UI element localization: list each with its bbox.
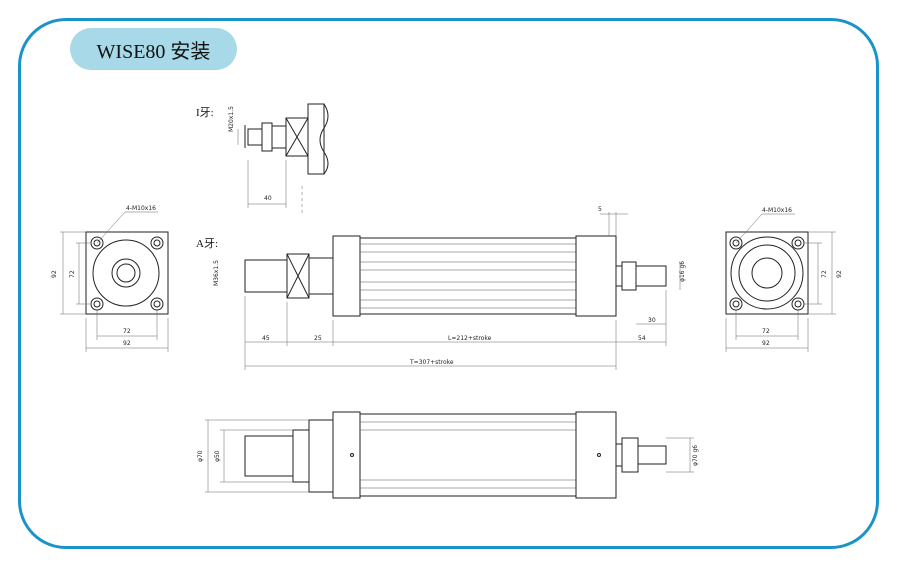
thread-i-detail: [237, 103, 329, 216]
thread-a-label: A牙:: [196, 238, 218, 250]
left-dim-72-horizontal: 72: [123, 328, 131, 335]
right-hole-spec: 4-M10x16: [762, 207, 792, 214]
dim-40: 40: [264, 195, 272, 202]
dim-45: 45: [262, 335, 270, 342]
dim-54: 54: [638, 335, 646, 342]
thread-i-label: I牙:: [196, 107, 214, 119]
bottom-dim-phi50: φ50: [214, 450, 221, 462]
thread-i-spec: M20x1.5: [228, 106, 235, 132]
dim-T: T=307+stroke: [409, 359, 454, 366]
left-hole-spec: 4-M10x16: [126, 205, 156, 212]
main-side-view: [244, 212, 681, 370]
left-dim-72-vertical: 72: [69, 270, 76, 278]
right-dim-92-vertical: 92: [836, 270, 843, 278]
outer-frame: [18, 18, 879, 549]
right-end-view: [725, 213, 836, 352]
thread-a-spec: M36x1.5: [213, 260, 220, 286]
dim-25: 25: [314, 335, 322, 342]
left-end-view: [60, 211, 169, 352]
right-dim-92-horizontal: 92: [762, 340, 770, 347]
dim-30: 30: [648, 317, 656, 324]
right-dim-72-vertical: 72: [821, 270, 828, 278]
dim-L: L=212+stroke: [448, 335, 492, 342]
bottom-dim-phi70: φ70: [197, 450, 204, 462]
page-title: WISE80 安装: [70, 28, 237, 70]
dim-5: 5: [598, 206, 602, 213]
left-dim-92-vertical: 92: [51, 270, 58, 278]
dim-phi16: φ16 g6: [679, 261, 686, 282]
bottom-side-view: [205, 411, 694, 499]
left-dim-92-horizontal: 92: [123, 340, 131, 347]
bottom-dim-phi70g6: φ70 g6: [692, 445, 699, 466]
right-dim-72-horizontal: 72: [762, 328, 770, 335]
